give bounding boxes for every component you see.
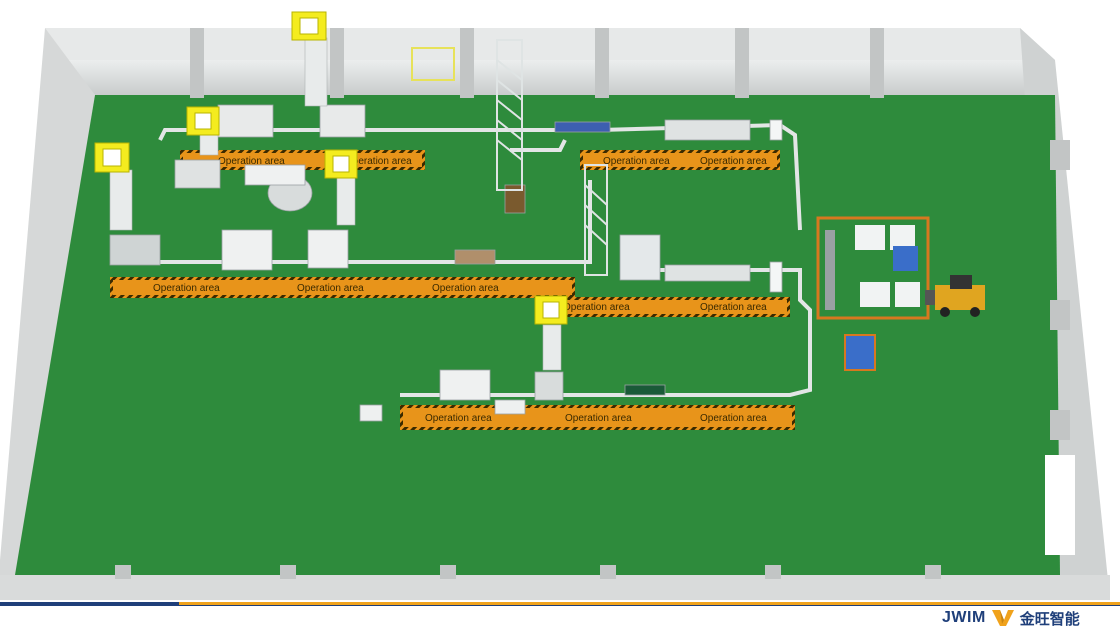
operation-area-label: Operation area: [700, 302, 767, 313]
brand-name-cjk: 金旺智能: [1019, 609, 1080, 628]
footer-bar: JWIM 金旺智能: [0, 600, 1120, 630]
doorway: [1045, 455, 1075, 555]
operation-area-label: Operation area: [218, 156, 285, 167]
brand-logo: JWIM 金旺智能: [942, 608, 1080, 628]
wall-pillars: [115, 28, 1070, 579]
palletizing-area: [816, 216, 930, 371]
operation-area-label: Operation area: [603, 156, 670, 167]
footer-rule: [0, 602, 1120, 605]
operation-area-label: Operation area: [565, 413, 632, 424]
footer-rule-line: [0, 605, 1120, 606]
operation-area-label: Operation area: [700, 413, 767, 424]
operation-area-labels: Operation area Operation area Operation …: [153, 156, 767, 424]
operation-area-label: Operation area: [345, 156, 412, 167]
operation-area-label: Operation area: [297, 283, 364, 294]
machines: [109, 104, 783, 422]
hopper: [94, 142, 130, 173]
operation-area-label: Operation area: [563, 302, 630, 313]
operation-area-label: Operation area: [700, 156, 767, 167]
bucket-elevators: [411, 39, 608, 276]
operation-area-label: Operation area: [153, 283, 220, 294]
brand-name-latin: JWIM: [942, 609, 986, 626]
operation-area-label: Operation area: [425, 413, 492, 424]
hoppers: [94, 11, 568, 325]
factory-floor: [15, 95, 1060, 575]
factory-layout-diagram: Operation area Operation area Operation …: [0, 11, 1110, 600]
forklift: [925, 275, 985, 317]
operation-area-zones: [110, 150, 795, 430]
feed-columns: [109, 37, 562, 371]
brand-mark-icon: [991, 610, 1014, 626]
operation-area-label: Operation area: [432, 283, 499, 294]
